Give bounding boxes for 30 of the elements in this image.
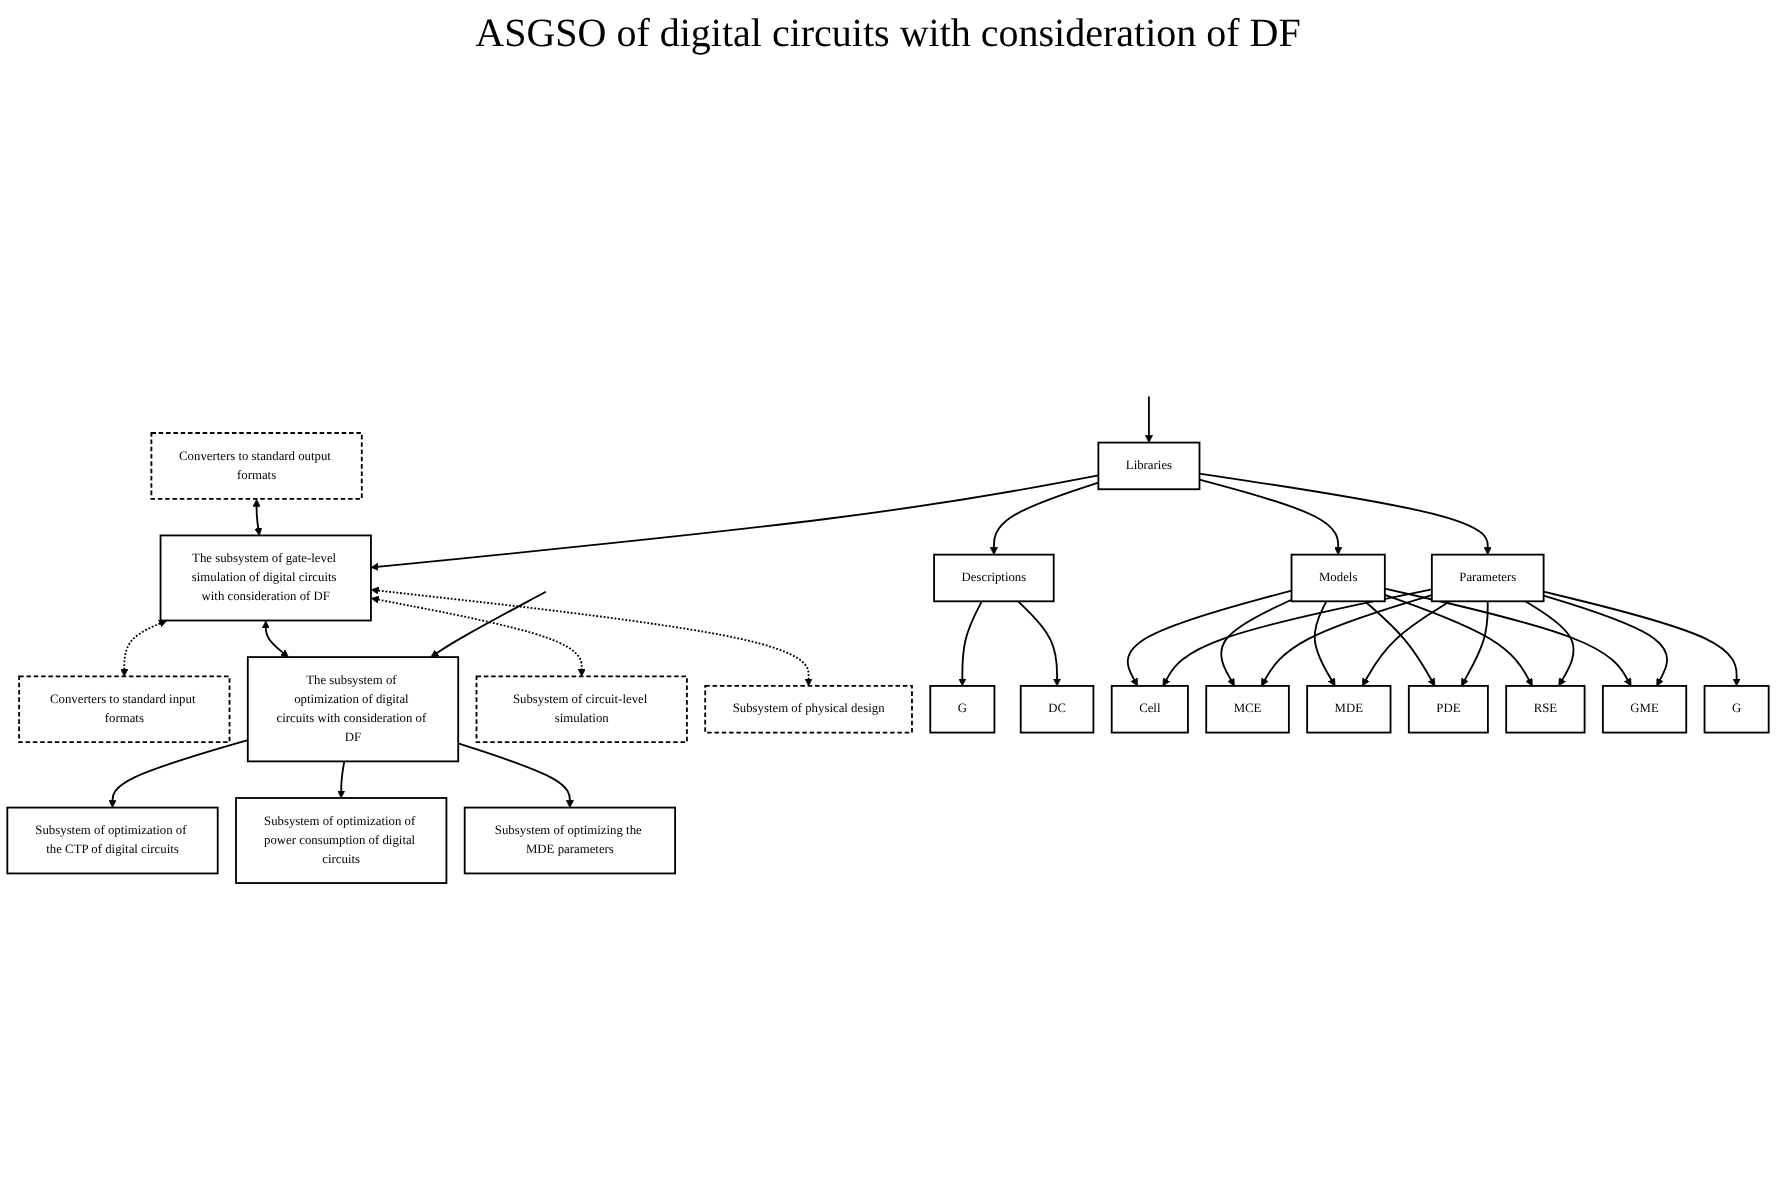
arrow: [1260, 594, 1433, 687]
arrow: [1162, 588, 1433, 687]
arrow: [430, 590, 547, 658]
arrow: [1383, 593, 1533, 687]
arrow: [370, 474, 1100, 571]
arrow: [120, 619, 167, 677]
arrow: [370, 586, 813, 687]
arrow: [1198, 478, 1343, 555]
arrow: [1126, 589, 1293, 687]
arrow: [1542, 594, 1668, 687]
arrow: [958, 600, 983, 687]
arrow: [108, 739, 249, 808]
arrow: [457, 742, 574, 808]
arrow: [1313, 600, 1336, 687]
arrow: [1017, 600, 1062, 687]
arrow: [1542, 590, 1741, 687]
arrow: [337, 760, 346, 799]
arrow: [1144, 395, 1153, 443]
arrow: [1361, 600, 1451, 687]
arrow: [1198, 472, 1492, 555]
arrow: [252, 498, 263, 536]
arrow: [989, 481, 1100, 555]
arrow: [1524, 600, 1575, 687]
arrow: [1383, 587, 1632, 687]
arrow: [1461, 600, 1489, 687]
diagram-title: ASGSO of digital circuits with consideration of DF: [475, 12, 1301, 58]
arrow: [370, 595, 586, 677]
arrow: [1220, 598, 1293, 687]
arrow: [1363, 600, 1436, 687]
arrow: [261, 620, 289, 658]
